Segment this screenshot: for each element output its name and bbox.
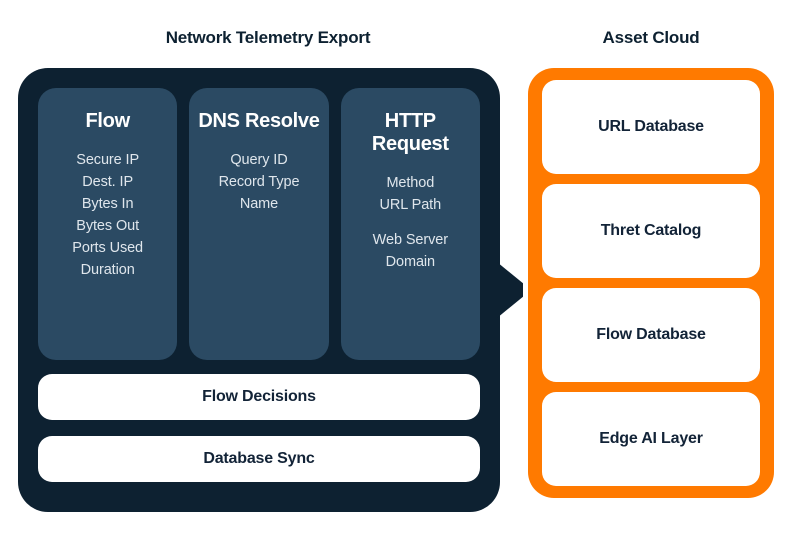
cloud-card-url-database[interactable]: URL Database	[542, 80, 760, 174]
field-item: Secure IP	[76, 152, 140, 169]
cloud-card-thret-catalog[interactable]: Thret Catalog	[542, 184, 760, 278]
field-list: Query ID Record Type Name	[197, 149, 320, 215]
telemetry-panel-title: Network Telemetry Export	[165, 28, 371, 47]
field-item: Duration	[80, 262, 135, 279]
cloud-panel-title: Asset Cloud	[602, 28, 700, 47]
telemetry-field-card-group: Flow Secure IP Dest. IP Bytes In Bytes O…	[38, 88, 480, 360]
arrow-right-icon	[497, 262, 523, 318]
field-list: Method URL Path Web Server Domain	[349, 172, 472, 273]
field-card-flow[interactable]: Flow Secure IP Dest. IP Bytes In Bytes O…	[38, 88, 178, 360]
field-card-title: Flow	[85, 110, 130, 132]
field-item: Record Type	[218, 174, 300, 191]
field-item: URL Path	[379, 197, 442, 214]
cloud-panel: URL Database Thret Catalog Flow Database…	[528, 68, 774, 498]
field-item: Query ID	[230, 152, 288, 169]
field-item: Web Server Domain	[372, 232, 448, 271]
field-card-dns-resolve[interactable]: DNS Resolve Query ID Record Type Name	[189, 88, 329, 360]
field-item: Name	[239, 196, 279, 213]
field-item: Bytes Out	[76, 218, 140, 235]
field-card-title: HTTP Request	[371, 110, 449, 156]
pill-flow-decisions[interactable]: Flow Decisions	[38, 374, 480, 420]
field-card-http-request[interactable]: HTTP Request Method URL Path Web Server …	[340, 88, 480, 360]
field-card-title: DNS Resolve	[198, 110, 320, 132]
pill-database-sync[interactable]: Database Sync	[38, 436, 480, 482]
cloud-card-flow-database[interactable]: Flow Database	[542, 288, 760, 382]
field-item: Bytes In	[81, 196, 134, 213]
field-list: Secure IP Dest. IP Bytes In Bytes Out Po…	[46, 149, 169, 281]
field-item: Method	[386, 175, 435, 192]
cloud-card-edge-ai-layer[interactable]: Edge AI Layer	[542, 392, 760, 486]
field-item: Ports Used	[72, 240, 144, 257]
field-item: Dest. IP	[82, 174, 134, 191]
